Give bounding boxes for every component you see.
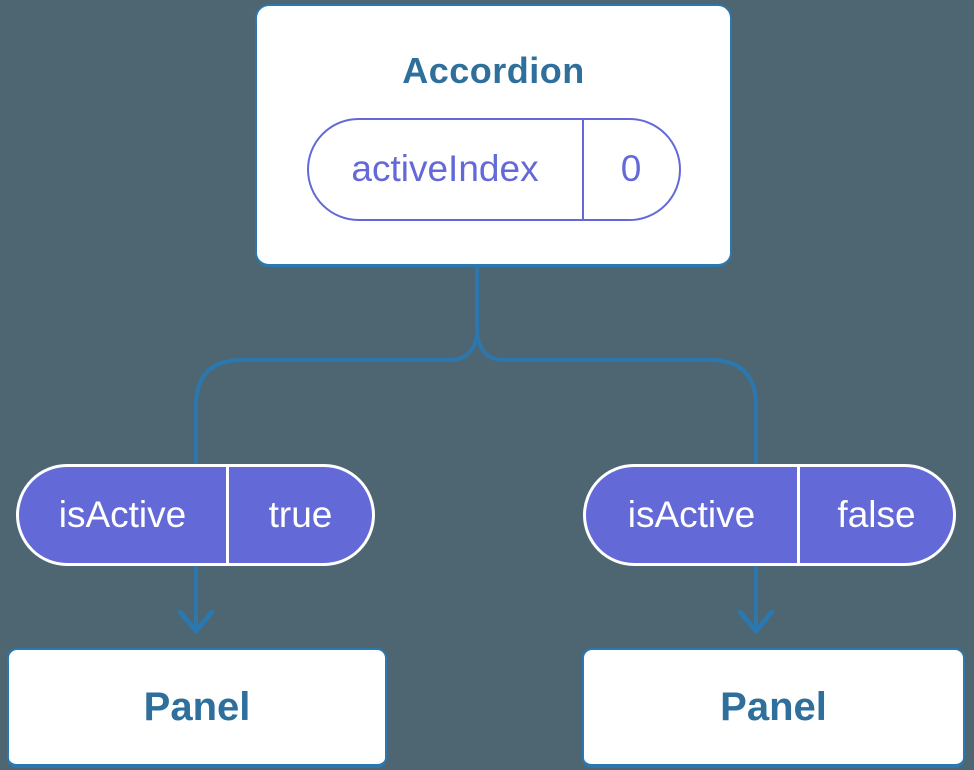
active-index-prop-pill: activeIndex 0 [306, 117, 681, 221]
prop-name-label: isActive [627, 494, 756, 535]
panel-title: Panel [143, 684, 251, 729]
prop-value-label: 0 [581, 119, 679, 219]
prop-value-label: false [797, 467, 953, 563]
accordion-title: Accordion [402, 49, 585, 91]
panel-component-card-left: Panel [7, 648, 387, 768]
arrowhead-left-icon [177, 609, 215, 634]
connector-left-branch [194, 263, 479, 472]
arrowhead-right-icon [737, 609, 775, 634]
prop-value-label: true [226, 467, 372, 563]
prop-name-label: activeIndex [351, 148, 539, 189]
panel-component-card-right: Panel [582, 648, 965, 768]
is-active-true-pill: isActive true [16, 464, 375, 566]
prop-name-label: isActive [58, 494, 187, 535]
connector-right-branch [475, 328, 758, 472]
is-active-false-pill: isActive false [583, 464, 956, 566]
panel-title: Panel [720, 684, 827, 729]
accordion-component-card: Accordion activeIndex 0 [255, 4, 732, 267]
